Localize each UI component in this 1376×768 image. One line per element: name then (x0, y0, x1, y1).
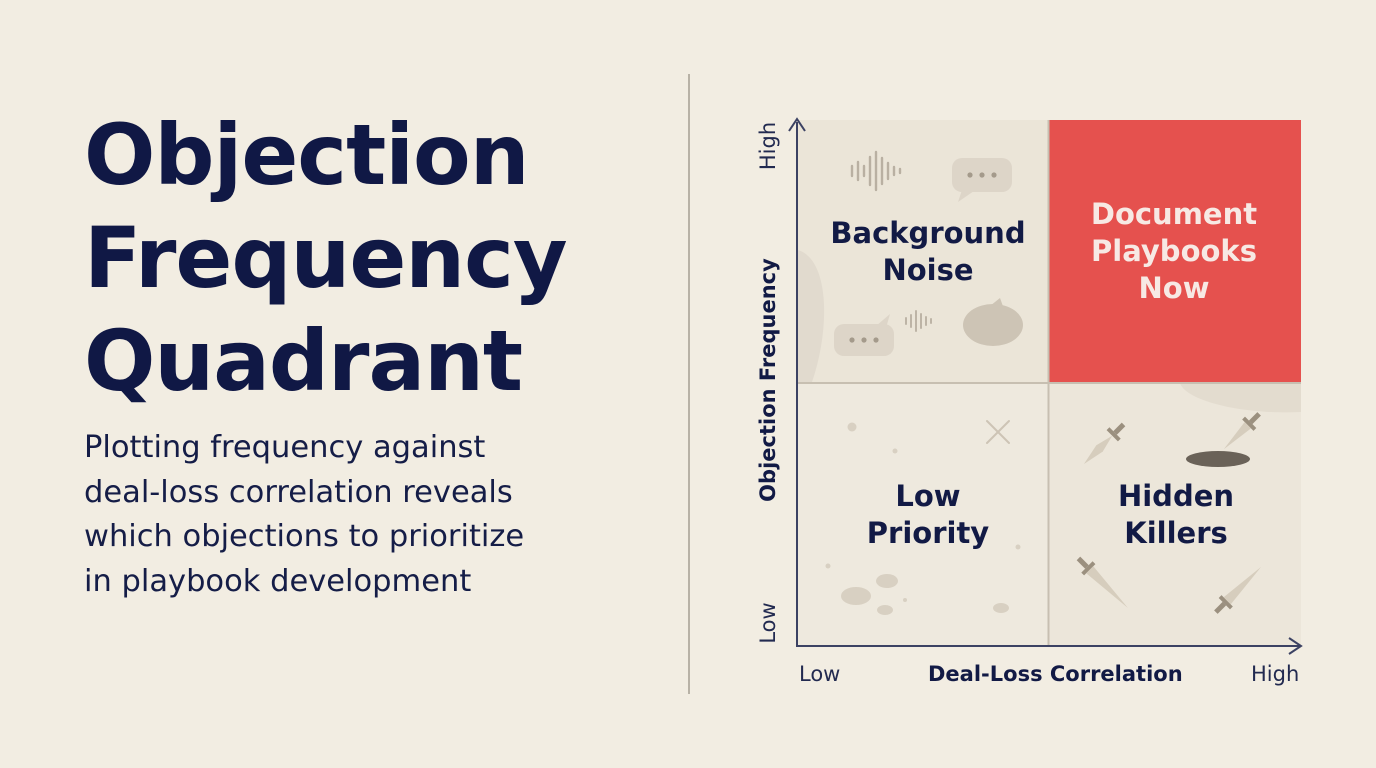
speech-bubble-icon (963, 298, 1023, 346)
quadrant-bottom-left-bg (798, 383, 1048, 645)
subtitle-line-2: deal-loss correlation reveals (84, 474, 513, 510)
title-line-2: Frequency (84, 209, 568, 307)
quadrant-label-line: Document (1090, 197, 1258, 231)
shadow-blob (798, 250, 825, 382)
quadrant-label-line: Noise (882, 253, 974, 287)
subtitle-line-1: Plotting frequency against (84, 430, 486, 465)
quadrant-label-low-priority: Low Priority (848, 478, 1008, 552)
y-axis-high-label: High (756, 121, 780, 171)
quadrant-label-line: Priority (866, 516, 990, 550)
speech-bubble-icon (834, 314, 894, 356)
subtitle-line-3: which objections to prioritize (84, 519, 525, 554)
quadrant-top-right-bg (1049, 120, 1301, 382)
dagger-icon (1214, 566, 1262, 614)
speech-bubble-icon (952, 158, 1012, 202)
quadrant-label-line: Hidden (1117, 479, 1235, 513)
x-axis-arrow-icon (1288, 637, 1303, 655)
y-axis-arrow-icon (788, 117, 806, 132)
x-axis-title: Deal-Loss Correlation (928, 662, 1183, 686)
quadrant-label-background-noise: Background Noise (828, 215, 1028, 289)
quadrant-label-line: Killers (1124, 516, 1228, 550)
pebble-icon (825, 422, 1021, 615)
x-axis-high-label: High (1251, 662, 1300, 686)
soundwave-icon (905, 310, 932, 332)
quadrant-bottom-right-bg (1049, 383, 1301, 645)
dagger-icon (1083, 422, 1126, 465)
quadrant-label-hidden-killers: Hidden Killers (1096, 478, 1256, 552)
page-subtitle: Plotting frequency against deal-loss cor… (84, 426, 604, 604)
quadrant-label-line: Low (895, 479, 961, 513)
soundwave-icon (850, 150, 902, 192)
dagger-icon (1076, 556, 1128, 608)
quadrant-label-line: Playbooks (1091, 234, 1257, 268)
shadow-blob (1180, 383, 1301, 413)
y-axis-title: Objection Frequency (756, 258, 780, 502)
page-title: Objection Frequency Quadrant (84, 104, 644, 413)
title-line-1: Objection (84, 106, 530, 204)
quadrant-label-document-playbooks-now: Document Playbooks Now (1072, 196, 1276, 307)
quadrant-label-line: Background (830, 216, 1026, 250)
subtitle-line-4: in playbook development (84, 563, 472, 599)
x-axis-low-label: Low (799, 662, 841, 686)
quadrant-label-line: Now (1138, 271, 1210, 305)
vertical-divider (688, 74, 690, 694)
x-mark-icon (986, 420, 1010, 444)
title-line-3: Quadrant (84, 312, 523, 410)
y-axis-low-label: Low (756, 602, 780, 644)
dagger-icon (1186, 412, 1261, 467)
